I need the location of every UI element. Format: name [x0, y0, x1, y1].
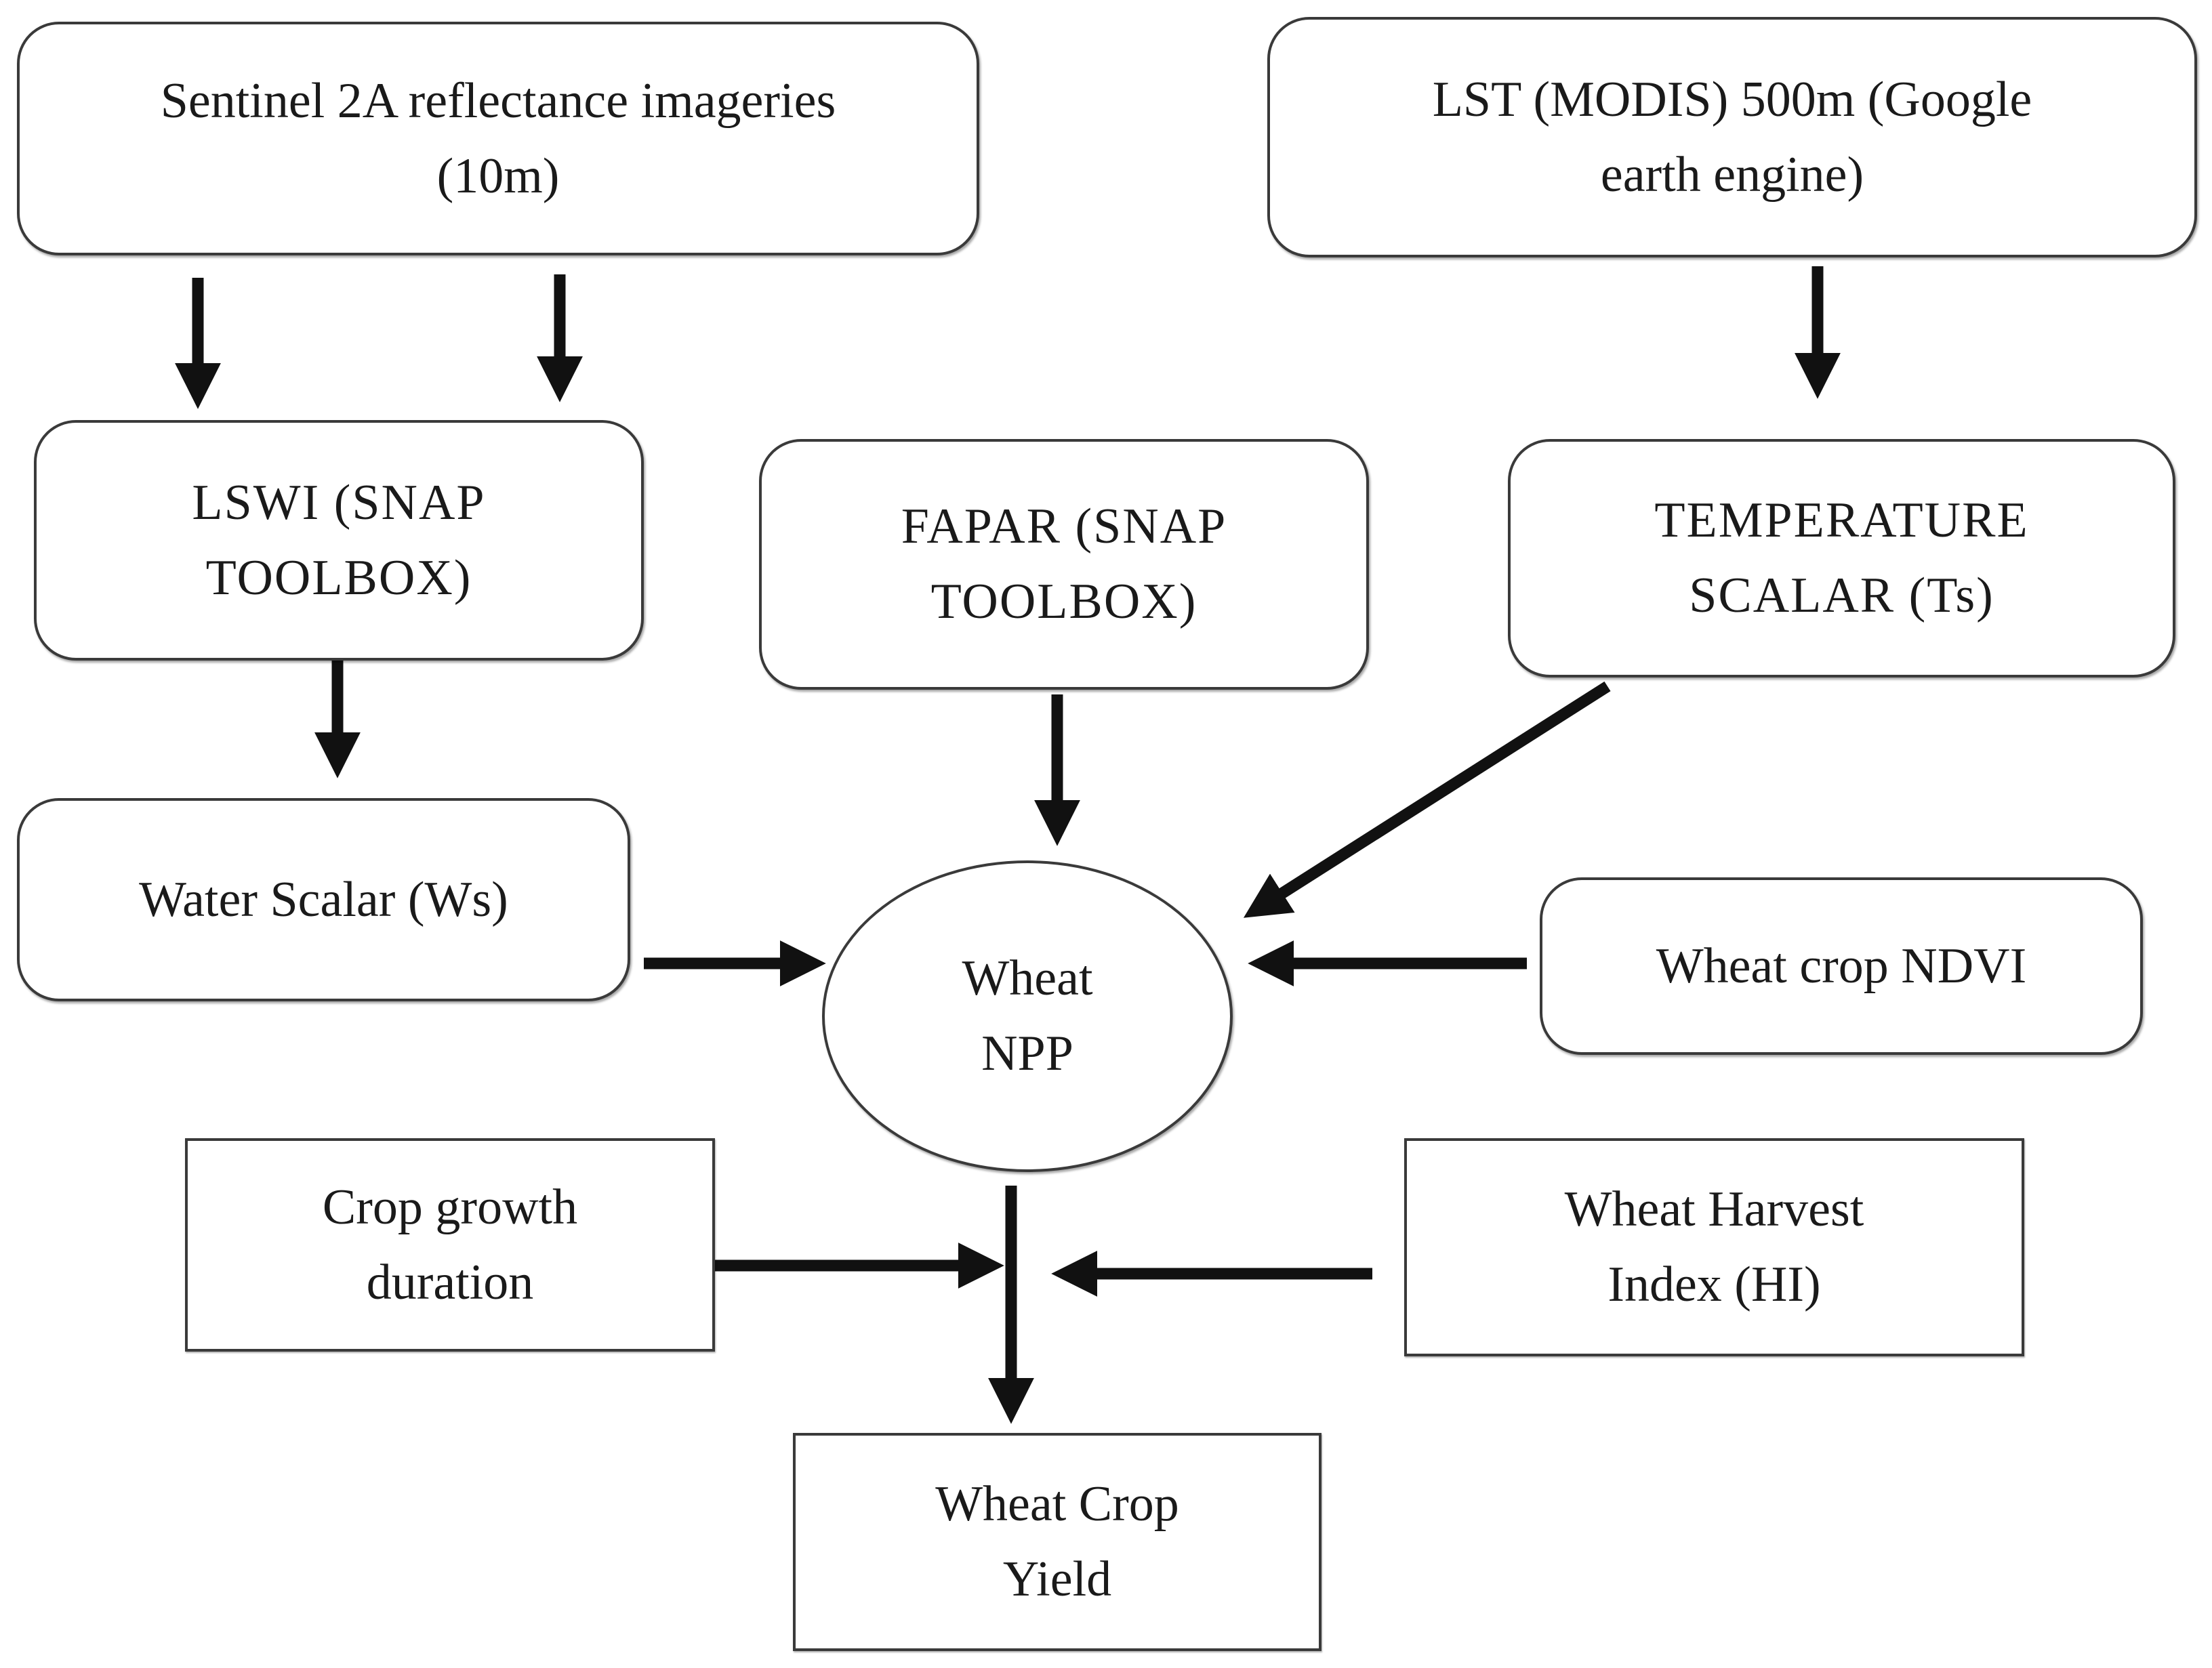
node-water-line1: Water Scalar (Ws)	[139, 871, 508, 927]
node-harvest-line1: Wheat Harvest	[1564, 1182, 1864, 1237]
node-sentinel-line2: (10m)	[436, 148, 560, 204]
node-wheat-crop-ndvi: Wheat crop NDVI	[1540, 877, 2143, 1055]
node-lswi-line2: TOOLBOX)	[205, 549, 472, 606]
node-npp-line2: NPP	[981, 1026, 1073, 1081]
node-fapar-line2: TOOLBOX)	[930, 574, 1197, 629]
node-growth-line2: duration	[366, 1254, 534, 1310]
node-sentinel-line1: Sentinel 2A reflectance imageries	[160, 72, 836, 129]
node-lst-line2: earth engine)	[1600, 146, 1864, 203]
node-fapar: FAPAR (SNAP TOOLBOX)	[759, 439, 1369, 690]
node-harvest-line2: Index (HI)	[1607, 1257, 1821, 1312]
node-temperature-line1: TEMPERATURE	[1654, 493, 2029, 548]
node-temperature-scalar: TEMPERATURE SCALAR (Ts)	[1508, 439, 2175, 677]
node-growth-line1: Crop growth	[322, 1179, 578, 1235]
node-wheat-crop-yield: Wheat Crop Yield	[793, 1433, 1322, 1651]
node-lswi: LSWI (SNAP TOOLBOX)	[34, 420, 644, 661]
node-wheat-harvest-index: Wheat Harvest Index (HI)	[1404, 1138, 2024, 1356]
node-water-scalar: Water Scalar (Ws)	[17, 798, 630, 1001]
arrow-temperature-to-npp	[1243, 681, 1611, 918]
node-fapar-line1: FAPAR (SNAP	[901, 499, 1227, 554]
node-temperature-line2: SCALAR (Ts)	[1689, 568, 1994, 623]
node-lst-modis: LST (MODIS) 500m (Google earth engine)	[1267, 17, 2197, 257]
node-yield-line1: Wheat Crop	[935, 1476, 1179, 1532]
node-sentinel-imagery: Sentinel 2A reflectance imageries (10m)	[17, 22, 979, 255]
node-lst-line1: LST (MODIS) 500m (Google	[1432, 71, 2032, 127]
node-npp-line1: Wheat	[962, 951, 1093, 1006]
node-ndvi-line1: Wheat crop NDVI	[1656, 938, 2027, 994]
node-crop-growth-duration: Crop growth duration	[185, 1138, 715, 1352]
node-yield-line2: Yield	[1002, 1551, 1112, 1607]
node-wheat-npp: Wheat NPP	[822, 860, 1233, 1172]
node-lswi-line1: LSWI (SNAP	[192, 474, 486, 530]
